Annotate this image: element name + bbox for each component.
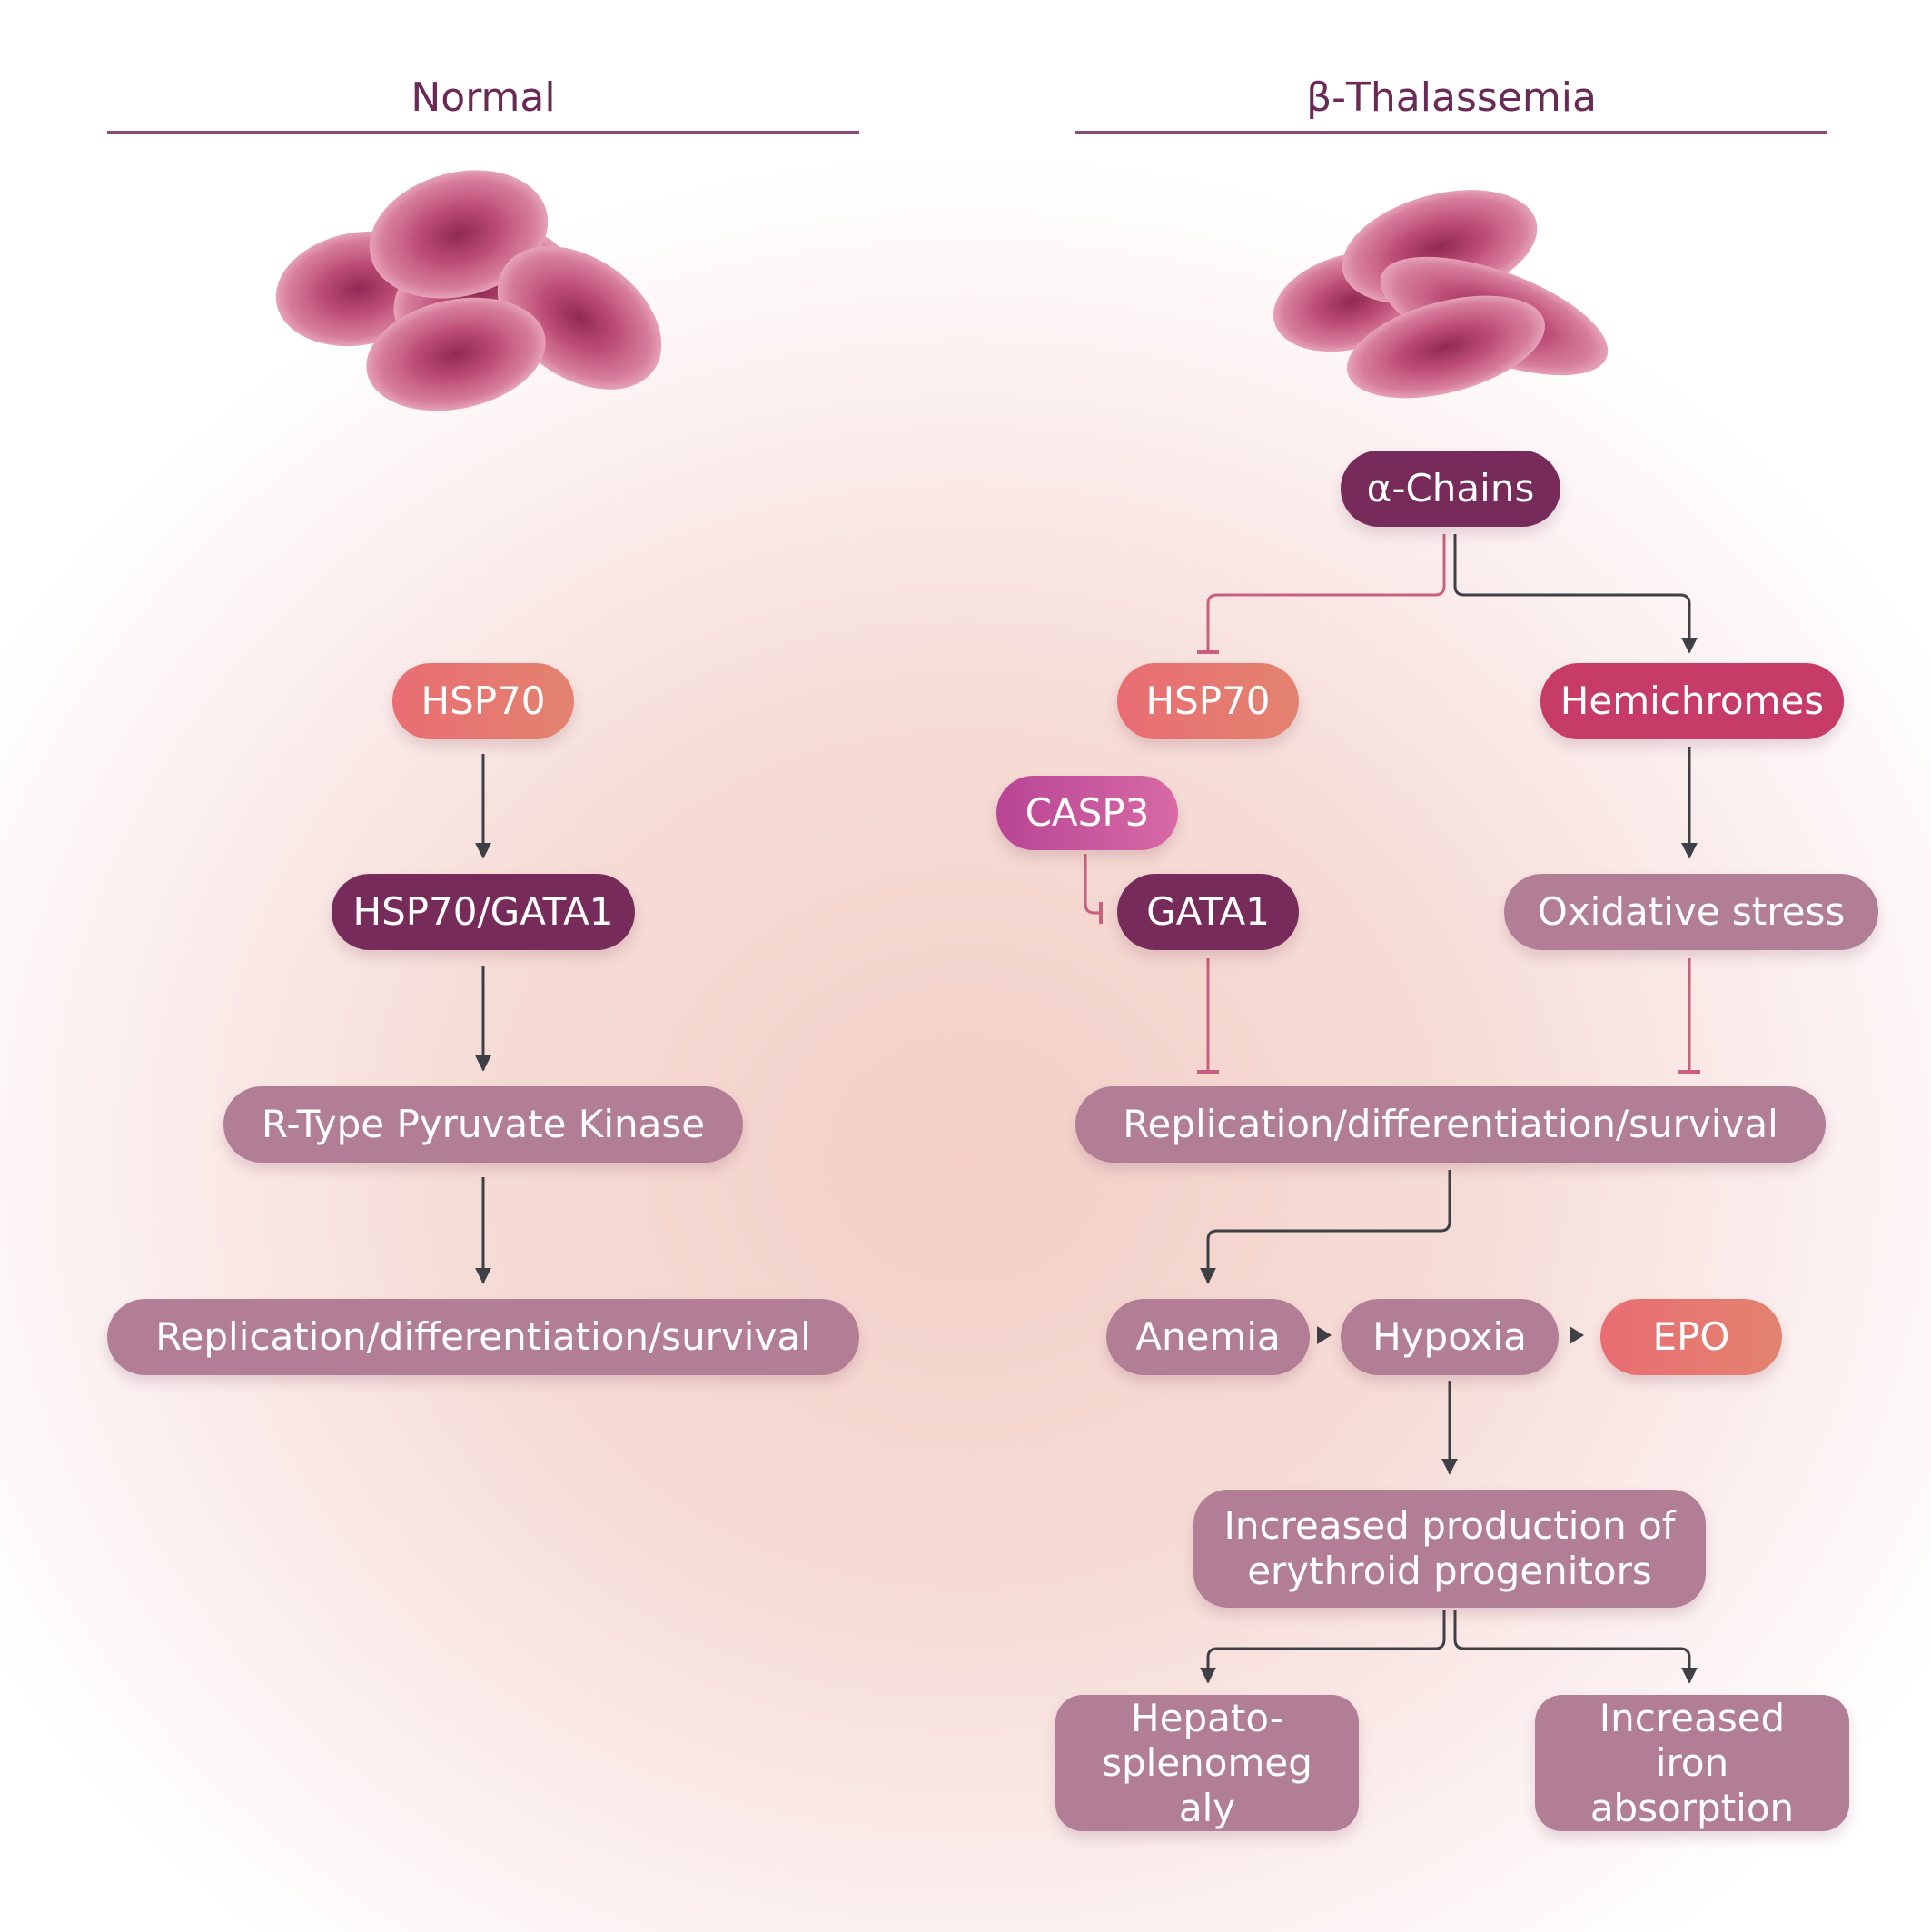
thalassemia-outcome-node: Replication/differentiation/survival [1075, 1086, 1826, 1163]
gata1-node: GATA1 [1117, 874, 1299, 950]
normal-title-rule [107, 131, 859, 134]
outcome-to-anemia-arrow [1200, 1170, 1451, 1284]
oxidative-stress-node: Oxidative stress [1504, 874, 1878, 950]
normal-title: Normal [411, 74, 556, 121]
hypoxia-to-epo-arrow [1570, 1326, 1584, 1344]
normal-red-blood-cells-icon [275, 170, 662, 411]
progenitors-to-iron-arrow [1453, 1610, 1698, 1684]
normal-outcome-node: Replication/differentiation/survival [107, 1299, 859, 1375]
progenitors-node: Increased production of erythroid progen… [1193, 1490, 1706, 1608]
normal-hsp70-node: HSP70 [392, 663, 574, 739]
casp3-inhibits-gata1-line [1084, 854, 1101, 915]
thalassemia-hsp70-node: HSP70 [1117, 663, 1299, 739]
epo-node: EPO [1600, 1299, 1782, 1375]
thalassemia-red-blood-cells-icon [1272, 190, 1609, 399]
thalassemia-title: β-Thalassemia [1306, 74, 1597, 121]
hypoxia-node: Hypoxia [1341, 1299, 1559, 1375]
hepato-splenomegaly-node: Hepato-splenomegaly [1055, 1695, 1359, 1831]
anemia-node: Anemia [1106, 1299, 1310, 1375]
anemia-to-hypoxia-arrow [1317, 1326, 1332, 1344]
thalassemia-title-rule [1075, 131, 1827, 134]
iron-absorption-node: Increased iron absorption [1535, 1695, 1849, 1831]
normal-hsp70-gata1-node: HSP70/GATA1 [332, 874, 635, 950]
alpha-activates-hemichromes-line [1453, 534, 1698, 654]
progenitors-to-hepato-arrow [1200, 1610, 1446, 1684]
casp3-node: CASP3 [996, 776, 1178, 850]
hemichromes-node: Hemichromes [1540, 663, 1844, 739]
normal-pyruvate-kinase-node: R-Type Pyruvate Kinase [223, 1086, 743, 1163]
alpha-inhibits-hsp70-line [1206, 534, 1446, 652]
alpha-chains-node: α-Chains [1341, 451, 1560, 527]
